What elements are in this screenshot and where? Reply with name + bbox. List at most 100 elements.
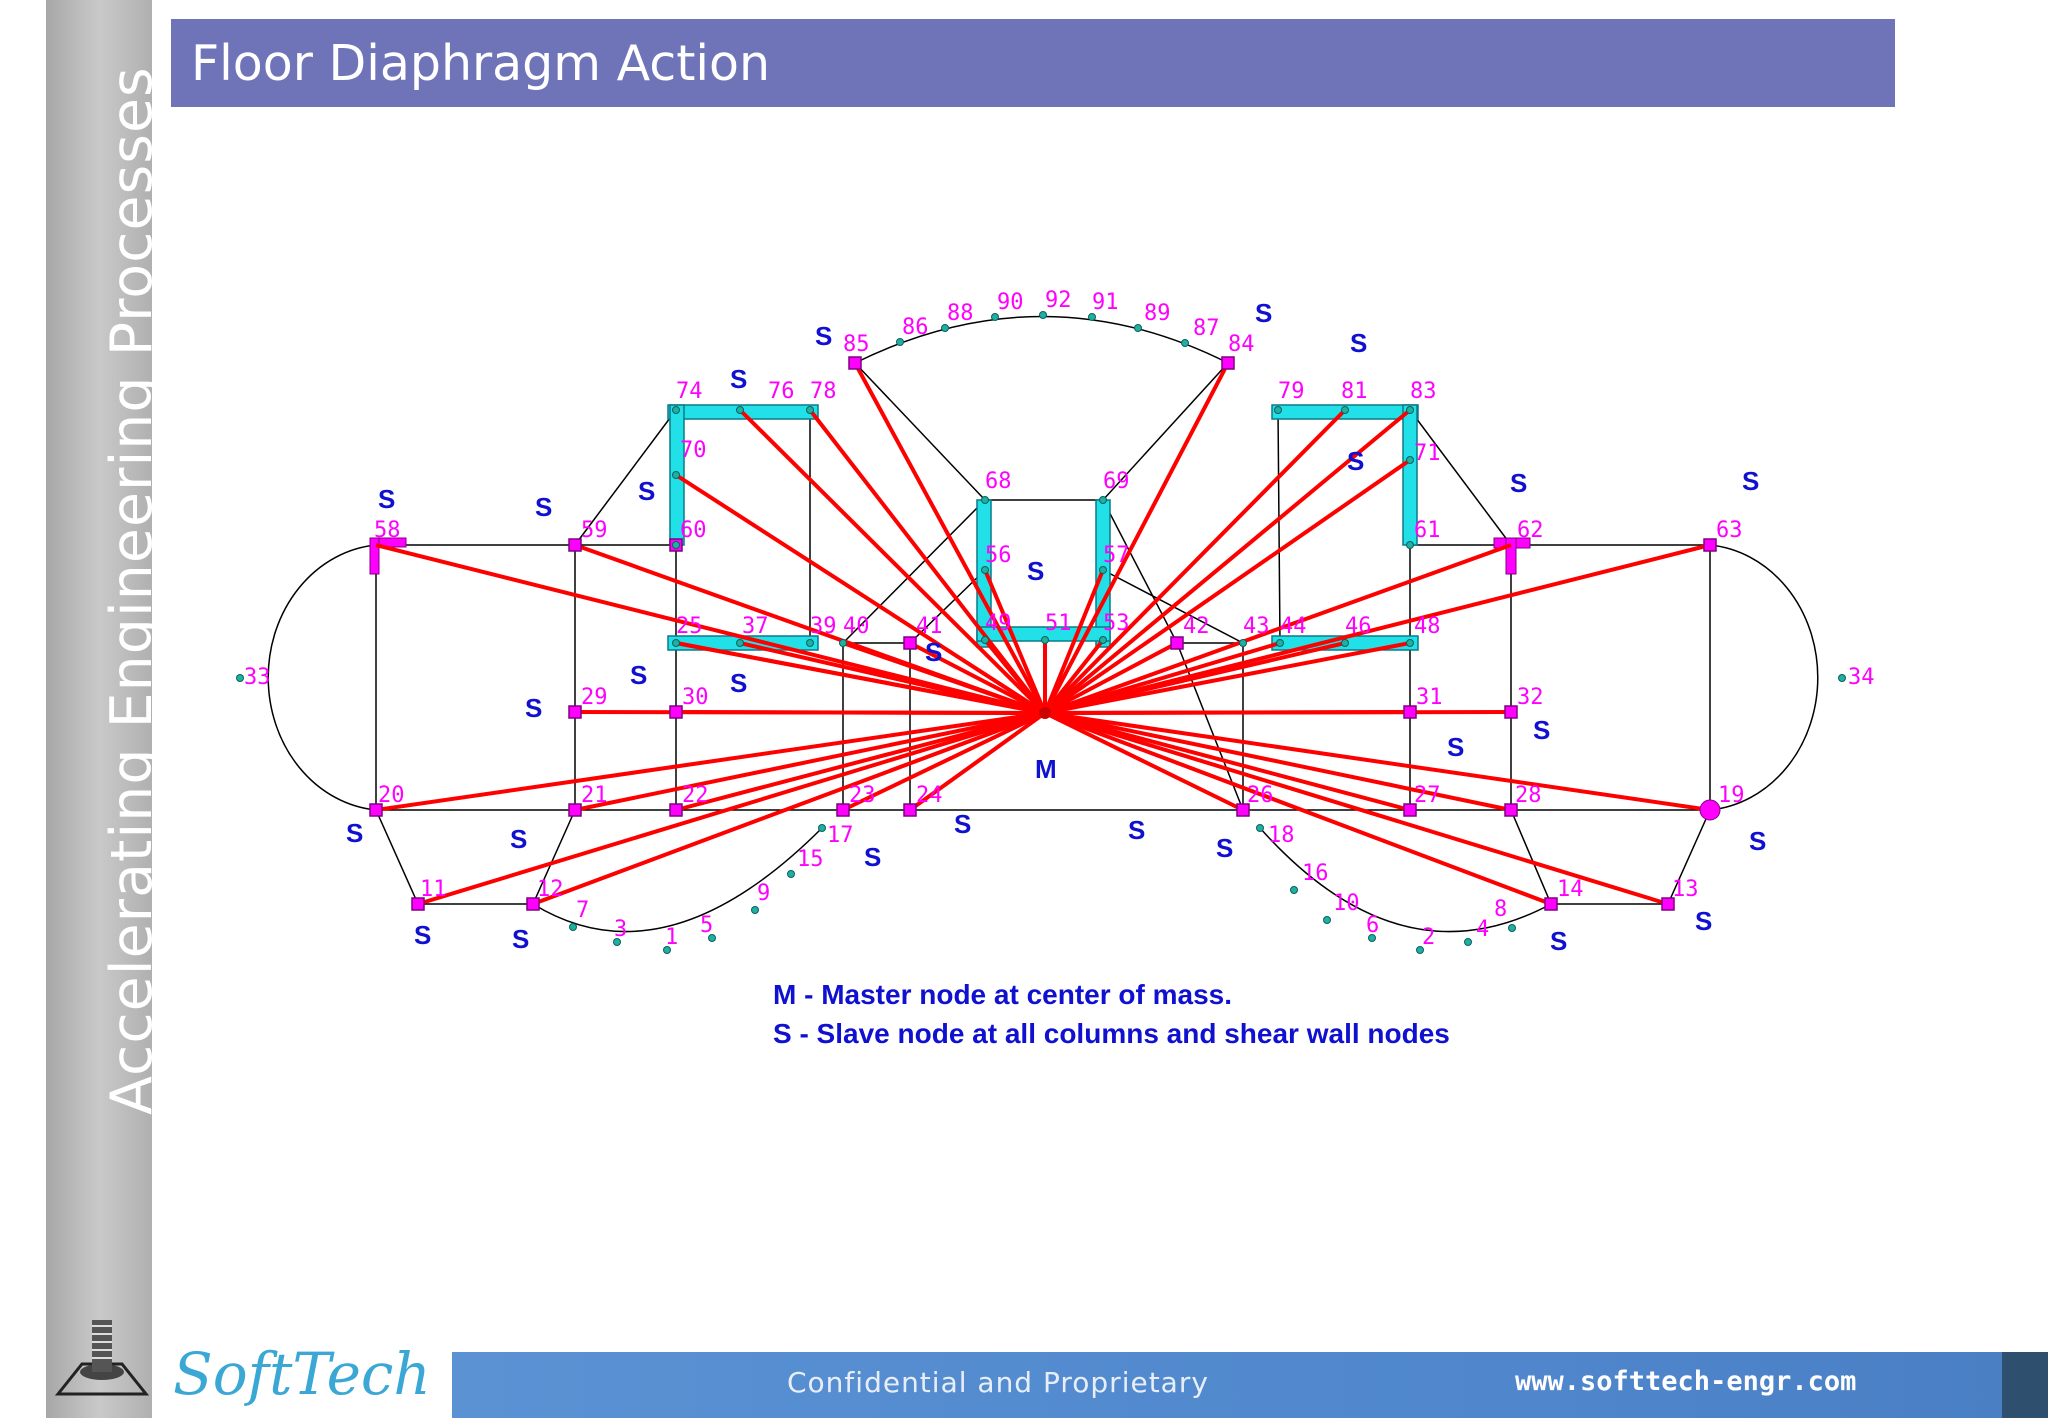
wall-node [1290, 886, 1298, 894]
node-number-label: 76 [768, 379, 795, 404]
node-number-label: 46 [1345, 614, 1372, 639]
node-number-label: 6 [1366, 913, 1379, 938]
wall-node [672, 471, 680, 479]
column-node [568, 803, 582, 817]
slave-node-label: S [525, 693, 542, 723]
node-number-label: 27 [1414, 783, 1441, 808]
slave-node-label: S [815, 321, 832, 351]
node-number-label: 17 [827, 823, 854, 848]
slave-node-label: S [1550, 926, 1567, 956]
wall-node [569, 923, 577, 931]
title-bar: Floor Diaphragm Action [171, 19, 1895, 107]
column-node [1504, 705, 1518, 719]
curved-edge [1259, 827, 1552, 933]
wall-node [981, 566, 989, 574]
node-number-label: 53 [1103, 611, 1130, 636]
rigid-link [738, 408, 1047, 715]
slave-node-label: S [535, 492, 552, 522]
legend-slave: S - Slave node at all columns and shear … [773, 1018, 1450, 1049]
node-number-label: 33 [244, 665, 271, 690]
slave-node-label: S [925, 637, 942, 667]
node-number-label: 41 [916, 614, 943, 639]
rigid-link [1044, 711, 1411, 812]
node-number-label: 51 [1045, 611, 1072, 636]
slave-node-label: S [414, 920, 431, 950]
node-number-label: 89 [1144, 301, 1171, 326]
wall-node [941, 324, 949, 332]
node-number-label: 79 [1278, 379, 1305, 404]
slave-node-label: S [1128, 815, 1145, 845]
slave-node-label: S [630, 660, 647, 690]
outline-edge [854, 362, 986, 501]
wall-node [1039, 311, 1047, 319]
rigid-link [1044, 711, 1552, 906]
wall-node [981, 496, 989, 504]
rigid-link [1044, 711, 1244, 812]
node-number-label: 31 [1416, 685, 1443, 710]
column-node [1236, 803, 1250, 817]
node-number-label: 81 [1341, 379, 1368, 404]
node-number-label: 18 [1268, 823, 1295, 848]
slave-node-label: S [378, 484, 395, 514]
node-number-label: 22 [682, 783, 709, 808]
rigid-link [983, 569, 1047, 714]
wall-node [1341, 639, 1349, 647]
footer-bar: Confidential and Proprietary www.softtec… [452, 1352, 2002, 1418]
master-node [1039, 707, 1051, 719]
column-node [526, 897, 540, 911]
outline-edge [375, 809, 419, 905]
wall-node [1041, 636, 1049, 644]
slave-node-label: S [954, 809, 971, 839]
rigid-link [1043, 408, 1347, 715]
wall-node [818, 824, 826, 832]
softtech-logo: SoftTech [173, 1340, 431, 1408]
node-number-label: 26 [1247, 783, 1274, 808]
column-node [1504, 803, 1518, 817]
wall-node [1341, 406, 1349, 414]
wall-node [236, 674, 244, 682]
rigid-link [675, 641, 1046, 715]
floor-outline [267, 315, 1819, 933]
rigid-link [532, 711, 1046, 906]
slave-node-label: S [864, 842, 881, 872]
slave-node-label: S [1347, 446, 1364, 476]
column-node [1544, 897, 1558, 911]
rigid-link [842, 711, 1046, 812]
node-number-label: 30 [682, 685, 709, 710]
outline-edge [1409, 409, 1512, 546]
column-node [568, 705, 582, 719]
outline-edge [1102, 499, 1178, 644]
column-node [903, 803, 917, 817]
slave-node-label: S [1742, 466, 1759, 496]
rigid-link [1044, 641, 1346, 715]
rigid-link [375, 543, 1046, 715]
rigid-link [417, 711, 1046, 906]
wall-node [613, 938, 621, 946]
rigid-link [1044, 641, 1178, 715]
node-number-label: 68 [985, 469, 1012, 494]
rigid-link [1043, 458, 1412, 715]
slave-node-label: S [1447, 732, 1464, 762]
column-node [903, 636, 917, 650]
node-number-label: 83 [1410, 379, 1437, 404]
node-number-label: 90 [997, 290, 1024, 315]
node-number-label: 16 [1302, 861, 1329, 886]
wall-node [839, 639, 847, 647]
node-number-label: 60 [680, 518, 707, 543]
node-number-label: 25 [676, 614, 703, 639]
wall-node [1099, 566, 1107, 574]
wall-node [991, 313, 999, 321]
slave-node-label: S [1533, 715, 1550, 745]
node-number-label: 58 [374, 518, 401, 543]
outline-edge [842, 499, 986, 644]
slave-node-label: S [1216, 833, 1233, 863]
node-number-label: 70 [680, 438, 707, 463]
curved-edge [1709, 544, 1819, 811]
wall-node [672, 639, 680, 647]
slave-node-label: S [1255, 298, 1272, 328]
node-number-label: 88 [947, 301, 974, 326]
wall-node [787, 870, 795, 878]
wall-node [806, 639, 814, 647]
node-number-label: 57 [1103, 543, 1130, 568]
column-node [1703, 538, 1717, 552]
